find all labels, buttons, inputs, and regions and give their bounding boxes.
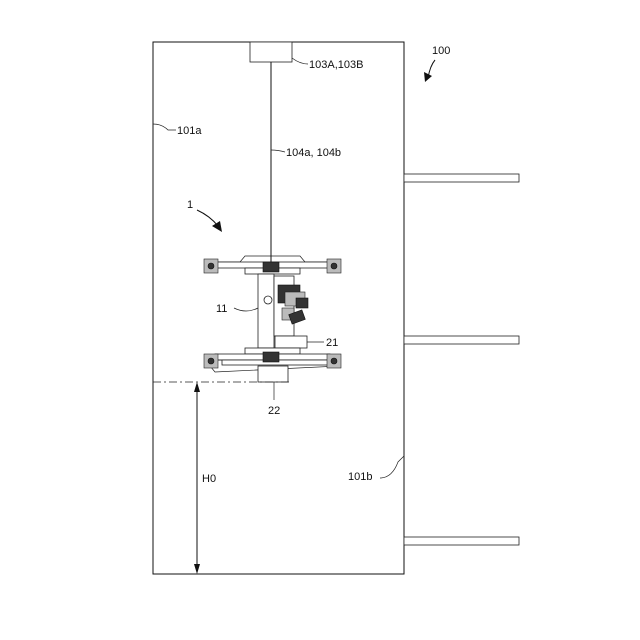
leader-winch [292, 58, 308, 64]
label-body: 11 [216, 303, 227, 315]
leader-wall-right [380, 456, 404, 478]
arrow-robot [197, 210, 218, 226]
label-22: 22 [268, 405, 280, 417]
label-wall-right: 101b [348, 471, 372, 483]
leader-body [234, 308, 258, 311]
label-21: 21 [326, 337, 338, 349]
winch-box [250, 42, 292, 62]
leader-wall-left [153, 124, 176, 130]
label-winch: 103A,103B [309, 59, 363, 71]
robot-body [258, 274, 274, 348]
part-22-base [258, 366, 288, 382]
label-system: 100 [432, 45, 450, 57]
label-height: H0 [202, 473, 216, 485]
part-21-box [275, 336, 307, 348]
label-robot: 1 [187, 199, 193, 211]
shelf-upper [404, 174, 519, 182]
shelf-lower [404, 537, 519, 545]
label-wall-left: 101a [177, 125, 202, 137]
robot-assembly [204, 256, 341, 382]
shelf-middle [404, 336, 519, 344]
label-cables: 104a, 104b [286, 147, 341, 159]
height-dimension [194, 382, 200, 574]
leader-cables [271, 150, 285, 152]
